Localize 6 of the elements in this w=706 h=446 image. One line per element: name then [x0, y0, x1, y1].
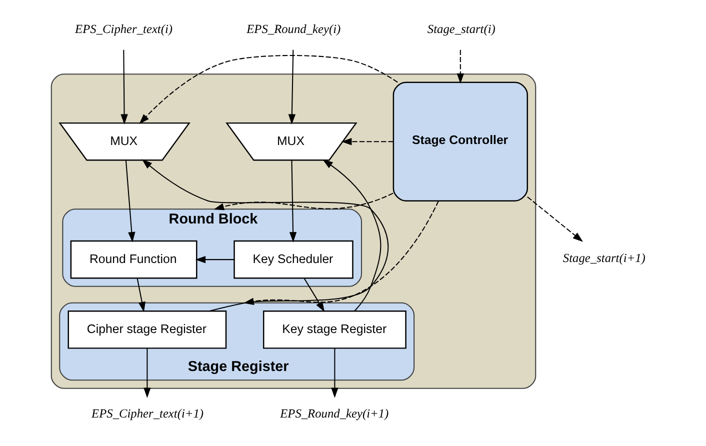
node-text: EPS_Cipher_text(i+1): [92, 406, 204, 420]
node-text: EPS_Round_key(i): [246, 22, 341, 36]
node-text: EPS_Round_key(i+1): [280, 406, 389, 420]
node-text: Stage_start(i): [427, 22, 496, 36]
node-text: EPS_Cipher_text(i): [75, 22, 173, 36]
node-text: Stage_start(i+1): [562, 250, 646, 265]
